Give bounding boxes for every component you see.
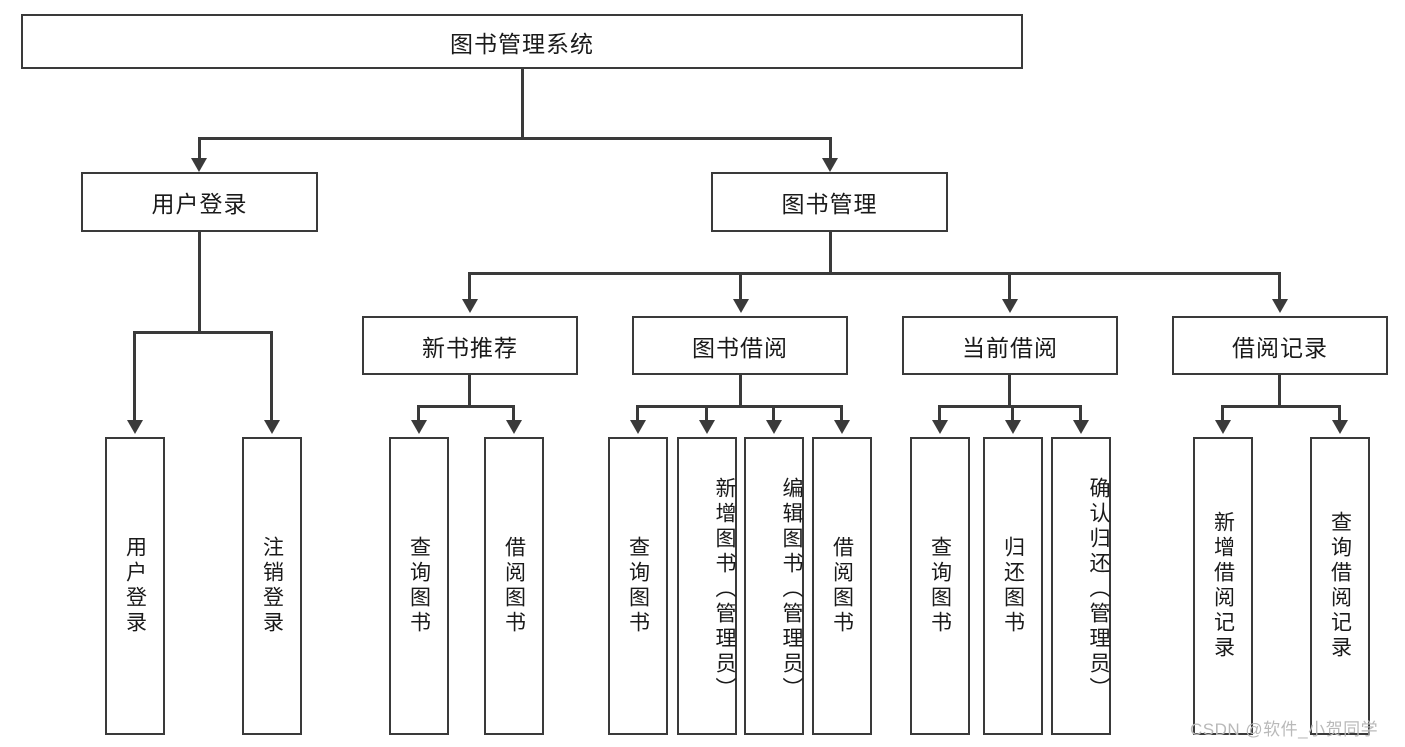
leaf-user-login[interactable]: 用户登录: [105, 437, 165, 735]
leaf-query-borrowing-record[interactable]: 查询借阅记录: [1310, 437, 1370, 735]
edge-user-login-stem: [198, 232, 201, 333]
node-new-book-recommendation[interactable]: 新书推荐: [362, 316, 578, 375]
edge-nb-to-leaf-2: [512, 405, 515, 422]
edge-root-to-book-management: [829, 137, 832, 161]
node-borrowing-records[interactable]: 借阅记录: [1172, 316, 1388, 375]
edge-book-management-bus: [468, 272, 1280, 275]
leaf-edit-book-admin[interactable]: 编辑图书（管理员）: [744, 437, 804, 735]
edge-book-borrowing-bus: [636, 405, 842, 408]
arrowhead-leaf-query-borrowing-record: [1332, 420, 1348, 434]
arrowhead-leaf-borrow-books-rec: [506, 420, 522, 434]
node-user-login[interactable]: 用户登录: [81, 172, 318, 232]
edge-current-borrowing-stem: [1008, 375, 1011, 407]
edge-root-to-user-login: [198, 137, 201, 161]
edge-bm-to-borrowing-records: [1278, 272, 1281, 301]
edge-cb-to-leaf-2: [1011, 405, 1014, 422]
edge-nb-to-leaf-1: [417, 405, 420, 422]
edge-bb-to-leaf-1: [636, 405, 639, 422]
arrowhead-leaf-return-books: [1005, 420, 1021, 434]
arrowhead-leaf-query-books-cb: [932, 420, 948, 434]
node-book-management[interactable]: 图书管理: [711, 172, 948, 232]
arrowhead-leaf-borrow-books-bb: [834, 420, 850, 434]
edge-br-to-leaf-1: [1221, 405, 1224, 422]
leaf-borrow-books-recommendation[interactable]: 借阅图书: [484, 437, 544, 735]
edge-bm-to-new-book: [468, 272, 471, 301]
arrowhead-leaf-user-login: [127, 420, 143, 434]
arrowhead-book-management: [822, 158, 838, 172]
edge-book-borrowing-stem: [739, 375, 742, 407]
leaf-confirm-return-admin[interactable]: 确认归还（管理员）: [1051, 437, 1111, 735]
edge-bb-to-leaf-3: [772, 405, 775, 422]
arrowhead-user-login: [191, 158, 207, 172]
edge-bb-to-leaf-4: [840, 405, 843, 422]
edge-bb-to-leaf-2: [705, 405, 708, 422]
edge-user-login-to-leaf-2: [270, 331, 273, 422]
arrowhead-new-book-recommendation: [462, 299, 478, 313]
node-root-book-management-system[interactable]: 图书管理系统: [21, 14, 1023, 69]
leaf-logout[interactable]: 注销登录: [242, 437, 302, 735]
arrowhead-leaf-edit-book-admin: [766, 420, 782, 434]
edge-cb-to-leaf-3: [1079, 405, 1082, 422]
node-current-borrowing[interactable]: 当前借阅: [902, 316, 1118, 375]
edge-borrowing-records-bus: [1221, 405, 1341, 408]
arrowhead-leaf-add-book-admin: [699, 420, 715, 434]
edge-bm-to-book-borrowing: [739, 272, 742, 301]
arrowhead-leaf-logout: [264, 420, 280, 434]
arrowhead-book-borrowing: [733, 299, 749, 313]
leaf-query-books-borrowing[interactable]: 查询图书: [608, 437, 668, 735]
arrowhead-leaf-query-books-rec: [411, 420, 427, 434]
edge-user-login-to-leaf-1: [133, 331, 136, 422]
node-book-borrowing[interactable]: 图书借阅: [632, 316, 848, 375]
arrowhead-leaf-add-borrowing-record: [1215, 420, 1231, 434]
arrowhead-borrowing-records: [1272, 299, 1288, 313]
edge-borrowing-records-stem: [1278, 375, 1281, 407]
edge-cb-to-leaf-1: [938, 405, 941, 422]
edge-bm-to-current-borrowing: [1008, 272, 1011, 301]
leaf-query-books-current[interactable]: 查询图书: [910, 437, 970, 735]
arrowhead-leaf-query-books-bb: [630, 420, 646, 434]
edge-br-to-leaf-2: [1338, 405, 1341, 422]
edge-new-book-stem: [468, 375, 471, 407]
leaf-add-book-admin[interactable]: 新增图书（管理员）: [677, 437, 737, 735]
leaf-return-books[interactable]: 归还图书: [983, 437, 1043, 735]
edge-user-login-bus: [133, 331, 273, 334]
arrowhead-current-borrowing: [1002, 299, 1018, 313]
edge-root-stem: [521, 69, 524, 139]
edge-book-management-stem: [829, 232, 832, 274]
csdn-watermark: CSDN @软件_小贺同学: [1190, 720, 1379, 739]
edge-current-borrowing-bus: [938, 405, 1081, 408]
leaf-query-books-recommendation[interactable]: 查询图书: [389, 437, 449, 735]
edge-root-bus: [198, 137, 832, 140]
leaf-borrow-books-borrowing[interactable]: 借阅图书: [812, 437, 872, 735]
edge-new-book-bus: [417, 405, 515, 408]
leaf-add-borrowing-record[interactable]: 新增借阅记录: [1193, 437, 1253, 735]
arrowhead-leaf-confirm-return-admin: [1073, 420, 1089, 434]
